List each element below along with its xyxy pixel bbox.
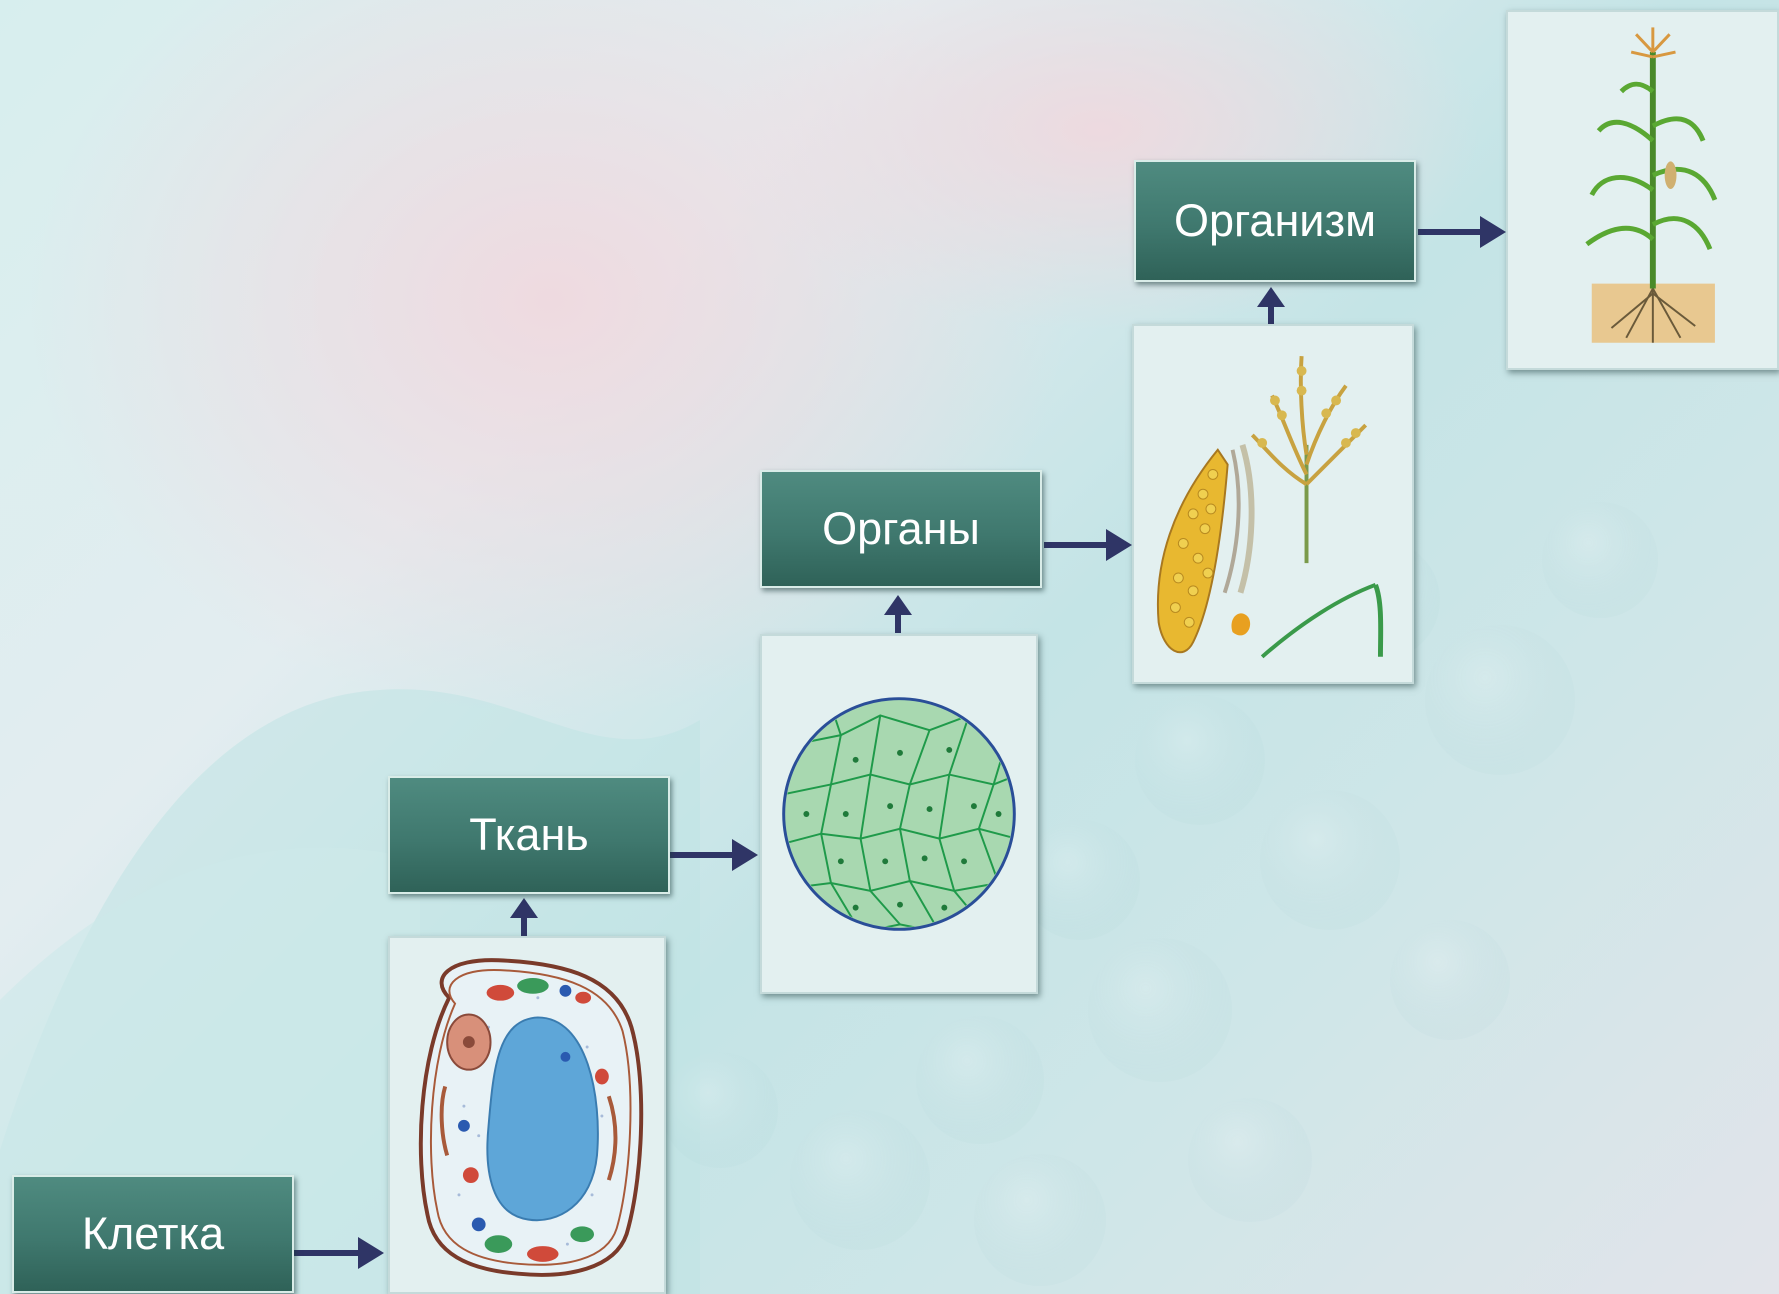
plant-cell-illustration bbox=[390, 938, 664, 1292]
label-organism-text: Организм bbox=[1174, 195, 1376, 247]
label-cell: Клетка bbox=[12, 1175, 294, 1293]
organs-illustration bbox=[1134, 326, 1412, 682]
organism-illustration bbox=[1508, 12, 1777, 368]
organism-image-card bbox=[1506, 10, 1779, 370]
label-organism: Организм bbox=[1134, 160, 1416, 282]
tissue-illustration bbox=[762, 636, 1036, 992]
label-tissue: Ткань bbox=[388, 776, 670, 894]
label-organs: Органы bbox=[760, 470, 1042, 588]
tissue-image-card bbox=[760, 634, 1038, 994]
cell-image-card bbox=[388, 936, 666, 1294]
label-tissue-text: Ткань bbox=[469, 809, 589, 861]
organs-image-card bbox=[1132, 324, 1414, 684]
label-cell-text: Клетка bbox=[82, 1208, 224, 1260]
label-organs-text: Органы bbox=[822, 503, 980, 555]
